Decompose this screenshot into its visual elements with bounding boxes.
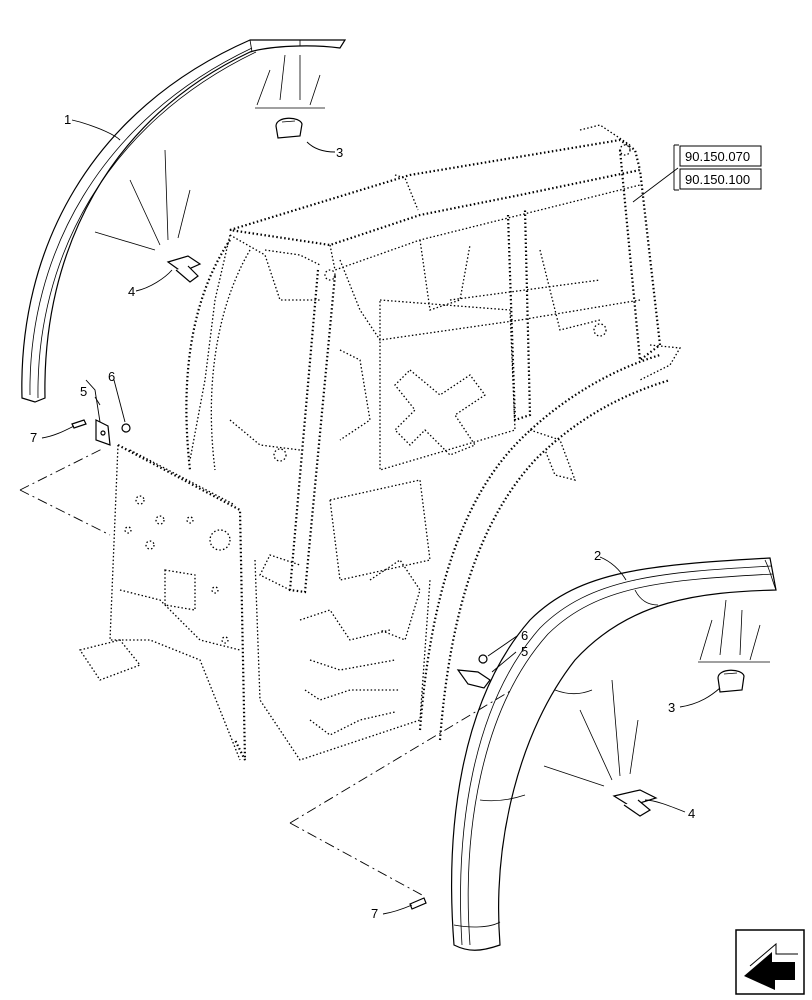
clip-bottom-3 (717, 669, 745, 693)
leader-lines (41, 119, 721, 915)
callout-labels: 1 3 4 6 5 7 2 6 5 3 4 7 (30, 112, 695, 921)
reference-code-2: 90.150.100 (685, 172, 750, 187)
clip-top-4 (166, 255, 202, 283)
callout-1: 1 (64, 112, 71, 127)
bracket-left-5 (95, 419, 111, 446)
cab-frame (78, 124, 682, 761)
nut-right-6 (478, 654, 488, 664)
callout-4-bottom: 4 (688, 806, 695, 821)
motion-rays (94, 54, 770, 787)
bracket-right-5 (456, 669, 491, 689)
callout-4-top: 4 (128, 284, 135, 299)
left-fender-extension (21, 39, 347, 403)
callout-5-right: 5 (521, 644, 528, 659)
callout-6-right: 6 (521, 628, 528, 643)
nut-left-6 (121, 423, 131, 433)
callout-6-left: 6 (108, 369, 115, 384)
assembly-phantom-lines (19, 447, 513, 896)
clip-bottom-4 (612, 789, 658, 817)
bolt-left-7 (71, 419, 87, 429)
bolt-right-7 (409, 897, 427, 910)
reference-box-1 (679, 145, 762, 167)
clip-top-3 (275, 117, 303, 139)
callout-5-left: 5 (80, 384, 87, 399)
callout-7-left: 7 (30, 430, 37, 445)
callout-3-top: 3 (336, 145, 343, 160)
callout-2: 2 (594, 548, 601, 563)
right-fender-extension (451, 557, 777, 951)
reference-box-2 (679, 168, 762, 190)
next-page-arrow-icon[interactable] (735, 929, 805, 995)
callout-7-bottom: 7 (371, 906, 378, 921)
reference-code-1: 90.150.070 (685, 149, 750, 164)
callout-3-bottom: 3 (668, 700, 675, 715)
reference-boxes: 90.150.070 90.150.100 (673, 144, 762, 191)
